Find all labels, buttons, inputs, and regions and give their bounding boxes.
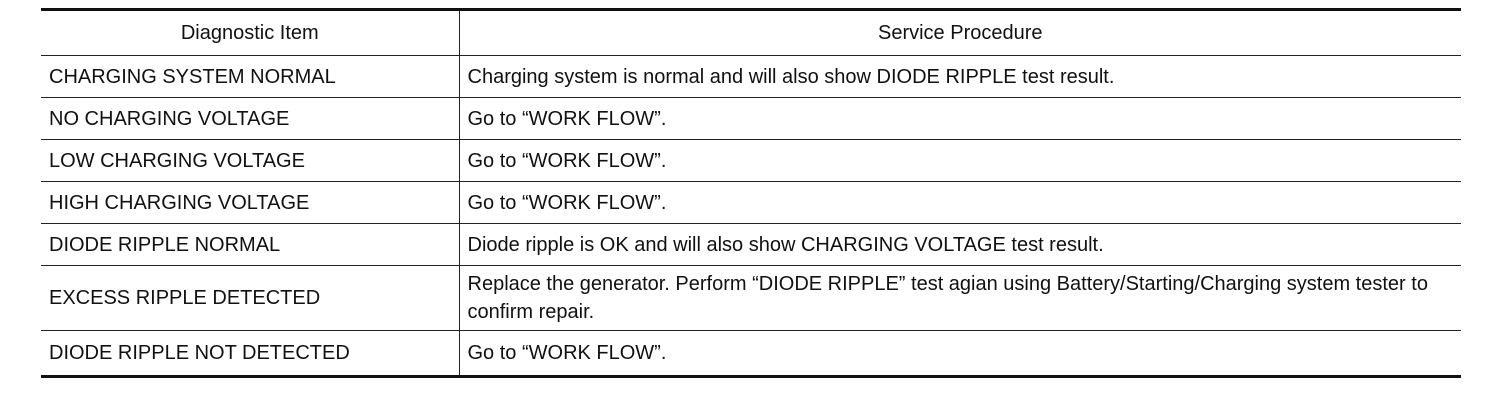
service-procedure-cell: Go to “WORK FLOW”. <box>459 97 1461 140</box>
header-service-procedure: Service Procedure <box>459 9 1461 56</box>
diagnostic-table-container: Diagnostic Item Service Procedure CHARGI… <box>41 8 1461 378</box>
table-row: HIGH CHARGING VOLTAGE Go to “WORK FLOW”. <box>41 181 1461 224</box>
table-row: CHARGING SYSTEM NORMAL Charging system i… <box>41 55 1461 98</box>
service-procedure-cell: Go to “WORK FLOW”. <box>459 181 1461 224</box>
header-diagnostic-item: Diagnostic Item <box>41 9 460 56</box>
service-procedure-cell: Charging system is normal and will also … <box>459 55 1461 98</box>
diagnostic-item-cell: DIODE RIPPLE NOT DETECTED <box>41 330 460 377</box>
diagnostic-item-cell: EXCESS RIPPLE DETECTED <box>41 265 460 331</box>
diagnostic-item-cell: LOW CHARGING VOLTAGE <box>41 139 460 182</box>
service-procedure-cell: Diode ripple is OK and will also show CH… <box>459 223 1461 266</box>
diagnostic-item-cell: NO CHARGING VOLTAGE <box>41 97 460 140</box>
table-row: DIODE RIPPLE NOT DETECTED Go to “WORK FL… <box>41 330 1461 377</box>
diagnostic-item-cell: CHARGING SYSTEM NORMAL <box>41 55 460 98</box>
table-row: EXCESS RIPPLE DETECTED Replace the gener… <box>41 265 1461 331</box>
table-row: DIODE RIPPLE NORMAL Diode ripple is OK a… <box>41 223 1461 266</box>
table-row: NO CHARGING VOLTAGE Go to “WORK FLOW”. <box>41 97 1461 140</box>
service-procedure-cell: Go to “WORK FLOW”. <box>459 139 1461 182</box>
service-procedure-cell: Go to “WORK FLOW”. <box>467 342 667 364</box>
table-header-row: Diagnostic Item Service Procedure <box>41 9 1461 56</box>
diagnostic-table: Diagnostic Item Service Procedure CHARGI… <box>41 8 1461 378</box>
diagnostic-item-cell: DIODE RIPPLE NORMAL <box>41 223 460 266</box>
service-procedure-cell: Replace the generator. Perform “DIODE RI… <box>459 265 1461 331</box>
diagnostic-item-cell: HIGH CHARGING VOLTAGE <box>41 181 460 224</box>
table-row: LOW CHARGING VOLTAGE Go to “WORK FLOW”. <box>41 139 1461 182</box>
